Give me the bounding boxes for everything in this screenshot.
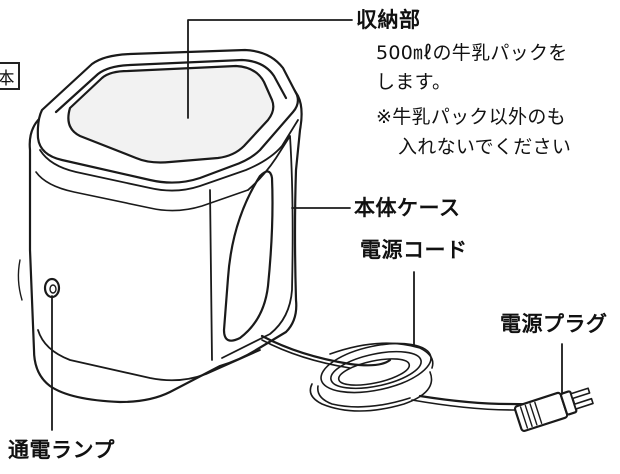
body-left-edge <box>17 259 23 301</box>
rim-lower-band-2 <box>35 171 249 212</box>
leader-storage <box>187 19 353 119</box>
body-side-panel <box>221 135 294 359</box>
storage-note-line2: 入れないでください <box>398 136 572 158</box>
label-storage: 収納部 <box>356 8 421 32</box>
storage-desc-line1: 500㎖の牛乳パックを <box>376 42 568 64</box>
power-lamp-inner <box>49 284 57 294</box>
cord-coil <box>309 342 434 412</box>
rim-lower-band <box>39 119 299 192</box>
plug-cord-2 <box>411 399 541 411</box>
power-lamp <box>43 277 61 299</box>
label-body-case: 本体ケース <box>354 196 461 220</box>
section-tag: 本 <box>0 62 20 90</box>
label-power-cord: 電源コード <box>360 238 468 262</box>
storage-desc-line2: します。 <box>376 71 452 93</box>
storage-opening <box>67 64 275 164</box>
body-front-edge <box>209 189 213 361</box>
label-power-plug: 電源プラグ <box>500 312 608 336</box>
power-plug <box>513 387 594 432</box>
label-power-lamp: 通電ランプ <box>8 438 115 462</box>
storage-note-line1: ※牛乳パック以外のも <box>376 106 566 128</box>
side-window <box>222 170 274 342</box>
storage-rim-inner-edge <box>54 58 288 114</box>
body-base <box>37 329 261 382</box>
power-cord <box>260 334 392 367</box>
